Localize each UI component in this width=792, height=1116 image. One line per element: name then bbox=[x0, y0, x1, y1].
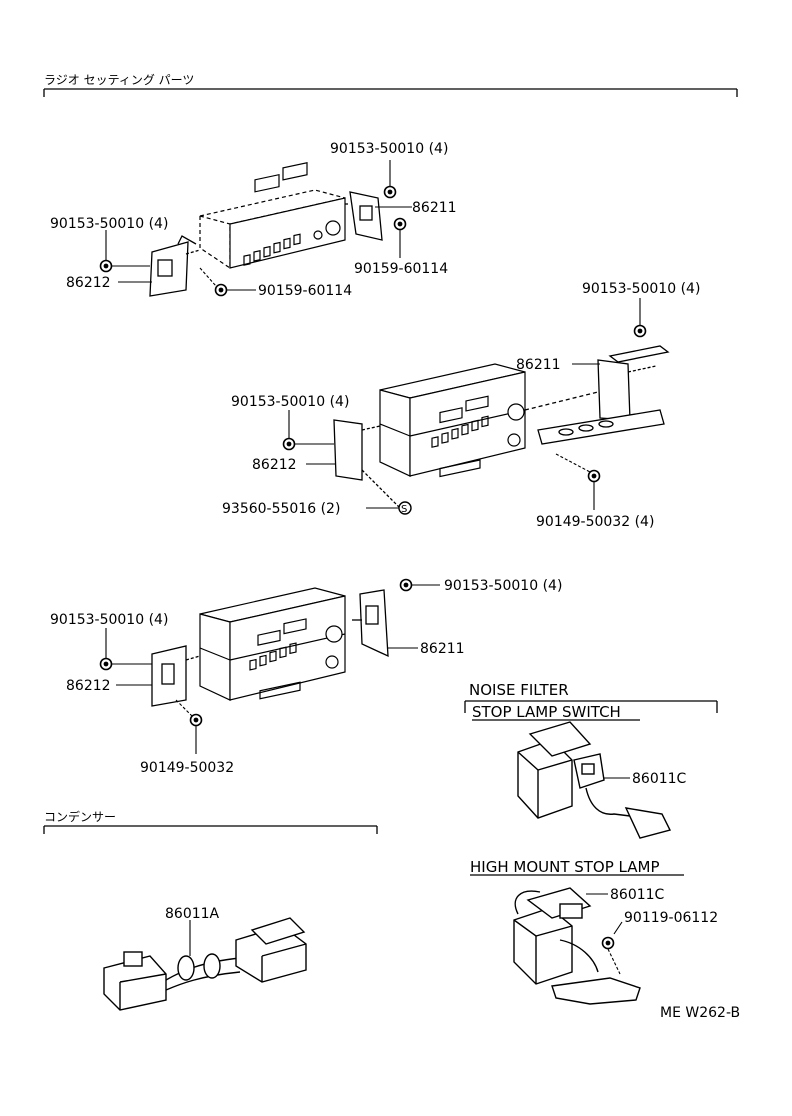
label-86211-c: 86211 bbox=[420, 641, 465, 657]
condenser-title: コンデンサー bbox=[44, 809, 116, 824]
label-90153-50010-top: 90153-50010 (4) bbox=[330, 141, 448, 157]
label-90159-60114-right: 90159-60114 bbox=[354, 261, 448, 277]
label-90149-50032-c: 90149-50032 bbox=[140, 760, 234, 776]
bracket-86212-b bbox=[333, 419, 401, 509]
label-90159-60114-bottom: 90159-60114 bbox=[258, 283, 352, 299]
label-86011c-switch: 86011C bbox=[632, 771, 687, 787]
bolt-icon bbox=[393, 217, 407, 231]
clip-93560-icon: S bbox=[398, 501, 412, 515]
label-86211-b: 86211 bbox=[516, 357, 561, 373]
assembly-c: 90153-50010 (4) 86211 90153-50010 (4) 86… bbox=[50, 578, 562, 776]
label-86011c-lamp: 86011C bbox=[610, 887, 665, 903]
label-86011a: 86011A bbox=[165, 906, 220, 922]
label-86211-a: 86211 bbox=[412, 200, 457, 216]
noise-filter-section: NOISE FILTER STOP LAMP SWITCH 86011C bbox=[464, 681, 718, 839]
assembly-a: 90153-50010 (4) 86211 90159-60114 90153-… bbox=[50, 141, 457, 299]
label-93560-55016: 93560-55016 (2) bbox=[222, 501, 340, 517]
assembly-b: 90153-50010 (4) 86211 90149-50032 (4) S … bbox=[222, 281, 700, 530]
noise-filter-86011c-switch bbox=[517, 721, 672, 839]
bracket-86212-c bbox=[151, 645, 201, 707]
label-86212-b: 86212 bbox=[252, 457, 297, 473]
label-90153-50010-left: 90153-50010 (4) bbox=[50, 216, 168, 232]
bracket-86211-a bbox=[345, 191, 383, 241]
label-86212-a: 86212 bbox=[66, 275, 111, 291]
bolt-icon bbox=[189, 713, 203, 727]
bracket-86212-a bbox=[149, 235, 201, 297]
bolt-icon bbox=[601, 936, 615, 950]
noise-filter-title: NOISE FILTER bbox=[469, 681, 569, 699]
radio-unit-b bbox=[379, 363, 526, 478]
radio-setting-parts-header: ラジオ セッティング パーツ bbox=[43, 73, 738, 97]
high-mount-stop-lamp-section: HIGH MOUNT STOP LAMP 86011C 90119-06112 bbox=[470, 858, 718, 1005]
label-90153-50010-c-right: 90153-50010 (4) bbox=[444, 578, 562, 594]
label-90149-50032-b: 90149-50032 (4) bbox=[536, 514, 654, 530]
bracket-86211-c bbox=[352, 589, 389, 658]
clip-glyph: S bbox=[401, 504, 407, 515]
bolt-icon bbox=[99, 657, 113, 671]
bolt-icon bbox=[282, 437, 296, 451]
condenser-section: コンデンサー 86011A bbox=[43, 809, 378, 1011]
bolt-icon bbox=[399, 578, 413, 592]
bolt-icon bbox=[587, 469, 601, 483]
reference-code: ME W262-B bbox=[660, 1005, 740, 1021]
label-86212-c: 86212 bbox=[66, 678, 111, 694]
radio-unit-a bbox=[199, 162, 346, 270]
bolt-icon bbox=[214, 283, 228, 297]
radio-unit-c bbox=[199, 587, 346, 701]
bolt-icon bbox=[99, 259, 113, 273]
label-90153-50010-b-left: 90153-50010 (4) bbox=[231, 394, 349, 410]
label-90153-50010-c-left: 90153-50010 (4) bbox=[50, 612, 168, 628]
label-90153-50010-b-right: 90153-50010 (4) bbox=[582, 281, 700, 297]
high-mount-stop-lamp-title: HIGH MOUNT STOP LAMP bbox=[470, 858, 660, 876]
condenser-86011a bbox=[103, 917, 307, 1011]
label-90119-06112: 90119-06112 bbox=[624, 910, 718, 926]
bolt-icon bbox=[633, 324, 647, 338]
stop-lamp-switch-title: STOP LAMP SWITCH bbox=[472, 703, 621, 721]
radio-setting-parts-title: ラジオ セッティング パーツ bbox=[44, 73, 194, 87]
noise-filter-86011c-lamp bbox=[513, 887, 641, 1005]
bolt-icon bbox=[383, 185, 397, 199]
bracket-86211-b bbox=[524, 345, 670, 445]
